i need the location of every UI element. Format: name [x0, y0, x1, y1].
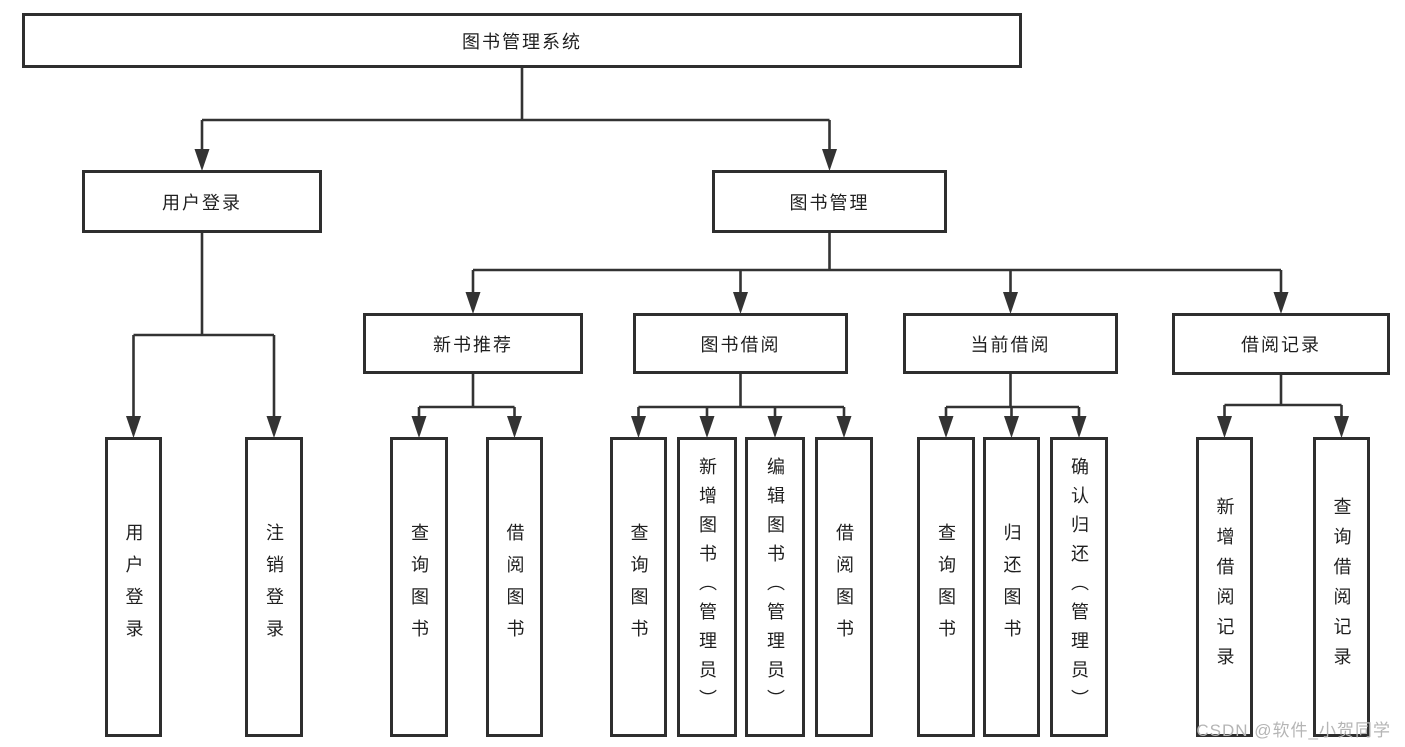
arrowhead-icon: [822, 149, 837, 171]
node-label: 用户登录: [123, 523, 144, 651]
arrowhead-icon: [631, 416, 646, 438]
node-user-login: 用户登录: [82, 170, 322, 233]
node-logout-leaf: 注销登录: [245, 437, 303, 737]
node-label: 新书推荐: [433, 334, 513, 355]
node-cb-confirm-return: 确认归还（管理员）: [1050, 437, 1108, 737]
node-label: 新增借阅记录: [1214, 497, 1235, 677]
node-root: 图书管理系统: [22, 13, 1022, 68]
node-label: 图书管理系统: [462, 31, 582, 52]
arrowhead-icon: [266, 416, 282, 438]
node-label: 借阅记录: [1241, 335, 1321, 355]
arrowhead-icon: [1004, 416, 1019, 438]
arrowhead-icon: [1217, 416, 1232, 438]
arrowhead-icon: [1071, 416, 1087, 438]
node-label: 确认归还（管理员）: [1069, 456, 1089, 718]
node-label: 图书管理: [789, 192, 870, 213]
node-label: 查询借阅记录: [1331, 497, 1352, 677]
arrowhead-icon: [938, 416, 954, 438]
node-bb-add-book: 新增图书（管理员）: [677, 437, 737, 737]
node-book-mgmt: 图书管理: [712, 170, 947, 233]
node-bb-edit-book: 编辑图书（管理员）: [745, 437, 805, 737]
node-nbr-borrow-book: 借阅图书: [486, 437, 543, 737]
node-label: 查询图书: [409, 523, 429, 651]
arrowhead-icon: [1003, 292, 1018, 314]
node-label: 借阅图书: [834, 523, 854, 651]
arrowhead-icon: [465, 292, 481, 314]
node-label: 用户登录: [162, 192, 242, 213]
node-br-query-record: 查询借阅记录: [1313, 437, 1370, 737]
watermark: CSDN @软件_小贺同学: [1196, 721, 1391, 740]
arrowhead-icon: [1273, 292, 1289, 314]
arrowhead-icon: [194, 149, 210, 171]
node-nbr-query-book: 查询图书: [390, 437, 448, 737]
node-label: 新增图书（管理员）: [697, 456, 717, 718]
arrowhead-icon: [733, 292, 748, 314]
node-label: 归还图书: [1001, 523, 1022, 651]
node-label: 借阅图书: [504, 523, 525, 651]
node-cb-return-book: 归还图书: [983, 437, 1040, 737]
arrowhead-icon: [767, 416, 783, 438]
arrowhead-icon: [411, 416, 427, 438]
arrowhead-icon: [836, 416, 852, 438]
node-bb-borrow-book: 借阅图书: [815, 437, 873, 737]
node-label: 查询图书: [628, 523, 649, 651]
node-label: 查询图书: [936, 523, 956, 651]
arrowhead-icon: [507, 416, 522, 438]
arrowhead-icon: [699, 416, 715, 438]
node-new-book-recommend: 新书推荐: [363, 313, 583, 374]
node-label: 注销登录: [264, 523, 284, 651]
node-bb-query-book: 查询图书: [610, 437, 667, 737]
node-borrow-records: 借阅记录: [1172, 313, 1390, 375]
node-label: 编辑图书（管理员）: [765, 456, 785, 718]
arrowhead-icon: [126, 416, 141, 438]
node-cb-query-book: 查询图书: [917, 437, 975, 737]
node-label: 图书借阅: [700, 334, 781, 355]
node-current-borrow: 当前借阅: [903, 313, 1118, 374]
node-book-borrow: 图书借阅: [633, 313, 848, 374]
node-label: 当前借阅: [970, 334, 1051, 355]
arrowhead-icon: [1334, 416, 1349, 438]
node-br-add-record: 新增借阅记录: [1196, 437, 1253, 737]
node-user-login-leaf: 用户登录: [105, 437, 162, 737]
